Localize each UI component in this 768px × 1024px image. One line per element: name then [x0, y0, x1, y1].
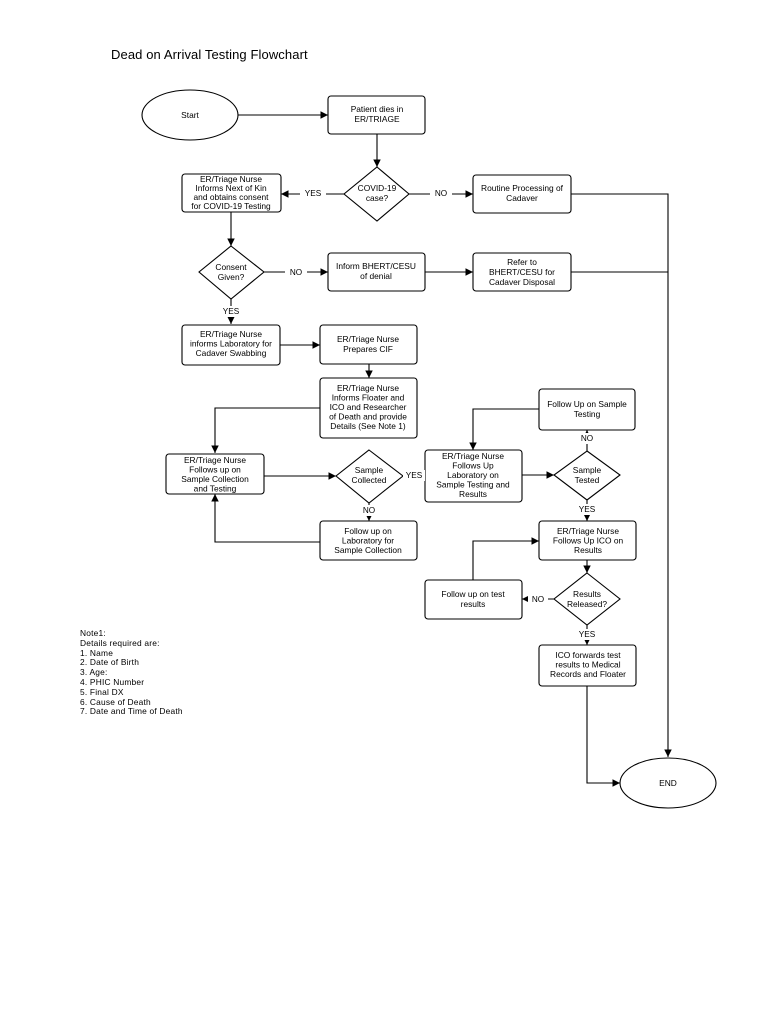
ico-forwards-node — [538, 644, 637, 687]
edge-floater-to-collection — [211, 407, 320, 453]
note-item: 1. Name — [80, 647, 114, 658]
follow-sample-testing-node — [538, 388, 636, 431]
covid-case-decision — [343, 166, 410, 222]
follow-test-results-node — [424, 579, 523, 620]
covid-yes-label: YES — [305, 189, 322, 198]
sample-collected-decision — [335, 449, 404, 504]
tested-no-label: NO — [581, 434, 593, 443]
informs-floater-node — [319, 377, 418, 439]
note-item: 5. Final DX — [80, 686, 124, 697]
follows-collection-node — [165, 453, 265, 495]
note-intro: Details required are: — [80, 637, 160, 648]
note-item: 4. PHIC Number — [80, 676, 145, 687]
released-yes-label: YES — [579, 630, 596, 639]
flowchart-title: Dead on Arrival Testing Flowchart — [111, 47, 308, 62]
consent-no-label: NO — [290, 268, 302, 277]
note-item: 7. Date and Time of Death — [80, 706, 183, 717]
note-heading: Note1: — [80, 628, 106, 638]
note-item: 6. Cause of Death — [80, 696, 151, 707]
results-released-decision — [553, 572, 621, 626]
collected-yes-label: YES — [406, 471, 423, 480]
inform-bhert-node — [327, 252, 426, 292]
collected-no-label: NO — [363, 506, 375, 515]
prepares-cif-node — [319, 324, 418, 365]
start-label: Start — [181, 110, 199, 120]
end-label: END — [659, 778, 677, 788]
sample-tested-decision — [553, 450, 621, 501]
consent-given-decision — [198, 245, 265, 300]
patient-dies-node — [327, 95, 426, 135]
edge-forwards-to-end — [586, 686, 620, 787]
follows-ico-node — [538, 520, 637, 561]
edge-followtesting-to-testing — [469, 408, 539, 450]
start-node — [141, 89, 239, 141]
tested-yes-label: YES — [579, 505, 596, 514]
note-block: Note1: Details required are: 1. Name 2. … — [80, 628, 183, 717]
edge-routine-to-end — [571, 193, 672, 757]
consent-yes-label: YES — [223, 307, 240, 316]
informs-lab-node — [181, 324, 281, 366]
edge-followlab-to-collection — [211, 494, 320, 543]
edge-followresults-to-ico — [472, 537, 539, 580]
note-item: 3. Age: — [80, 667, 108, 678]
end-node — [619, 757, 717, 809]
routine-processing-node — [472, 174, 572, 214]
covid-no-label: NO — [435, 189, 447, 198]
inform-kin-node — [181, 173, 282, 213]
released-no-label: NO — [532, 595, 544, 604]
follow-lab-collection-node — [319, 520, 418, 561]
note-item: 2. Date of Birth — [80, 657, 140, 668]
refer-bhert-node — [472, 252, 572, 292]
edge-labels: YES NO NO YES YES NO NO YES NO YES — [219, 187, 599, 640]
shapes — [141, 89, 717, 809]
